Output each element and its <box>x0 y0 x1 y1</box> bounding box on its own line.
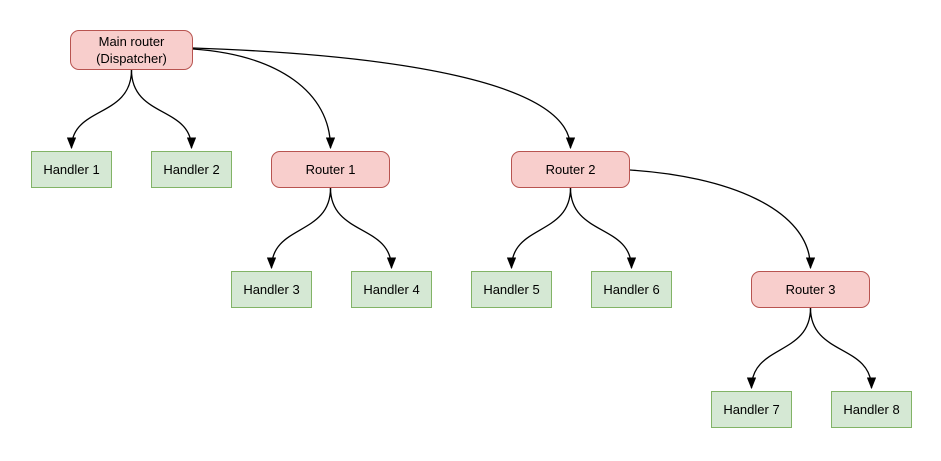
edge-router-1-to-handler-3 <box>266 187 332 270</box>
node-main-router-label-line2: (Dispatcher) <box>96 51 167 66</box>
edge-router-2-to-router-3 <box>629 169 816 270</box>
node-main-router-label-line1: Main router <box>98 34 165 49</box>
node-handler-6-label: Handler 6 <box>603 282 660 297</box>
node-handler-3-label: Handler 3 <box>243 282 300 297</box>
node-handler-7-label: Handler 7 <box>723 402 780 417</box>
edge-main-router-to-handler-2 <box>130 69 197 150</box>
edge-router-3-to-handler-7 <box>746 307 812 390</box>
node-handler-5: Handler 5 <box>471 271 552 308</box>
node-handler-8-label: Handler 8 <box>843 402 900 417</box>
edge-main-router-to-router-1 <box>192 48 336 150</box>
node-handler-7: Handler 7 <box>711 391 792 428</box>
edge-router-3-to-handler-8 <box>809 307 877 390</box>
node-handler-1: Handler 1 <box>31 151 112 188</box>
node-handler-2: Handler 2 <box>151 151 232 188</box>
node-router-3-label: Router 3 <box>785 282 836 297</box>
node-router-1: Router 1 <box>271 151 390 188</box>
node-router-2: Router 2 <box>511 151 630 188</box>
edge-router-1-to-handler-4 <box>329 187 397 270</box>
edge-main-router-to-router-2 <box>192 47 576 150</box>
edge-main-router-to-handler-1 <box>66 69 133 150</box>
node-main-router: Main router (Dispatcher) <box>70 30 193 70</box>
node-handler-8: Handler 8 <box>831 391 912 428</box>
node-handler-1-label: Handler 1 <box>43 162 100 177</box>
edge-router-2-to-handler-6 <box>569 187 637 270</box>
node-handler-4-label: Handler 4 <box>363 282 420 297</box>
node-handler-6: Handler 6 <box>591 271 672 308</box>
node-handler-3: Handler 3 <box>231 271 312 308</box>
edge-router-2-to-handler-5 <box>506 187 572 270</box>
node-handler-5-label: Handler 5 <box>483 282 540 297</box>
node-router-2-label: Router 2 <box>545 162 596 177</box>
node-router-1-label: Router 1 <box>305 162 356 177</box>
node-handler-2-label: Handler 2 <box>163 162 220 177</box>
node-router-3: Router 3 <box>751 271 870 308</box>
node-handler-4: Handler 4 <box>351 271 432 308</box>
